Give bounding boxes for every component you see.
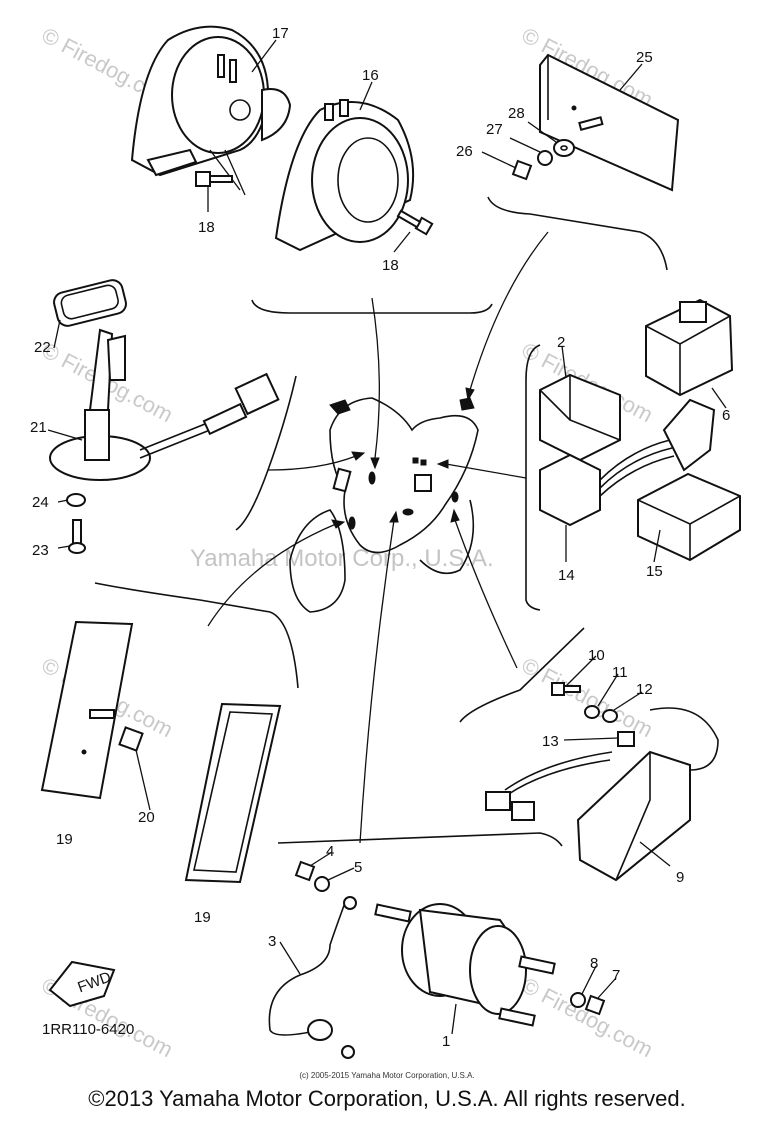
- relay-6: [645, 298, 734, 397]
- callout-22: 22: [34, 339, 51, 356]
- bolt-10: [551, 682, 581, 696]
- fuel-sender-21: [49, 328, 280, 481]
- washer-8: [570, 992, 586, 1008]
- center-watermark: Yamaha Motor Corp., U.S.A.: [190, 545, 494, 572]
- washer-24: [66, 493, 86, 507]
- horn-17: [130, 25, 292, 196]
- lead-3: [268, 896, 357, 1059]
- nut-26: [511, 159, 533, 181]
- callout-4: 4: [326, 843, 334, 860]
- bolt-18b: [396, 209, 434, 236]
- section-brackets: [94, 196, 668, 847]
- washer-11: [584, 705, 600, 719]
- starter-relay-1: [374, 903, 556, 1027]
- callout-5: 5: [354, 859, 362, 876]
- relay-15: [637, 472, 741, 562]
- callout-19b: 19: [194, 909, 211, 926]
- callout-14: 14: [558, 567, 575, 584]
- regulator-9: [485, 707, 719, 882]
- callout-27: 27: [486, 121, 503, 138]
- collar-13: [617, 731, 635, 747]
- horn-16: [274, 99, 415, 252]
- fwd-arrow: FWD: [48, 960, 116, 1008]
- callout-15: 15: [646, 563, 663, 580]
- callout-26: 26: [456, 143, 473, 160]
- callouts: 1 2 3 4 5 6 7 8 9 10 11 12 13 14 15 16 1…: [30, 25, 730, 1050]
- callout-20: 20: [138, 809, 155, 826]
- box-25: [539, 53, 680, 192]
- watermark: © Firedog.com: [518, 972, 657, 1062]
- reflector-19a: [40, 620, 134, 800]
- callout-9: 9: [676, 869, 684, 886]
- callout-21: 21: [30, 419, 47, 436]
- callout-17: 17: [272, 25, 289, 42]
- nut-20: [118, 726, 144, 752]
- copyright-footer: ©2013 Yamaha Motor Corporation, U.S.A. A…: [88, 1086, 686, 1111]
- gasket-22: [53, 279, 127, 327]
- callout-18a: 18: [198, 219, 215, 236]
- relay-2: [539, 373, 621, 462]
- callout-16: 16: [362, 67, 379, 84]
- lockwasher-27: [537, 150, 553, 166]
- leader-arrows: [207, 231, 549, 844]
- bolt-18a: [195, 171, 233, 187]
- washer-12: [602, 709, 618, 723]
- callout-28: 28: [508, 105, 525, 122]
- connector-14: [539, 398, 716, 527]
- callout-12: 12: [636, 681, 653, 698]
- part-code: 1RR110-6420: [42, 1021, 134, 1038]
- sub-credit: (c) 2005-2015 Yamaha Motor Corporation, …: [299, 1071, 475, 1080]
- callout-24: 24: [32, 494, 49, 511]
- callout-11: 11: [612, 664, 628, 681]
- callout-23: 23: [32, 542, 49, 559]
- callout-leaders: [47, 39, 727, 1035]
- nut-7: [584, 994, 606, 1016]
- callout-1: 1: [442, 1033, 450, 1050]
- callout-25: 25: [636, 49, 653, 66]
- callout-3: 3: [268, 933, 276, 950]
- callout-13: 13: [542, 733, 559, 750]
- washer-28: [553, 139, 575, 157]
- callout-6: 6: [722, 407, 730, 424]
- callout-2: 2: [557, 334, 565, 351]
- frame-silhouette: [289, 397, 479, 613]
- callout-10: 10: [588, 647, 605, 664]
- callout-19a: 19: [56, 831, 73, 848]
- nut-4: [294, 860, 316, 882]
- screw-23: [68, 519, 86, 554]
- callout-8: 8: [590, 955, 598, 972]
- callout-7: 7: [612, 967, 620, 984]
- callout-18b: 18: [382, 257, 399, 274]
- reflector-19b: [184, 702, 282, 884]
- washer-5: [314, 876, 330, 892]
